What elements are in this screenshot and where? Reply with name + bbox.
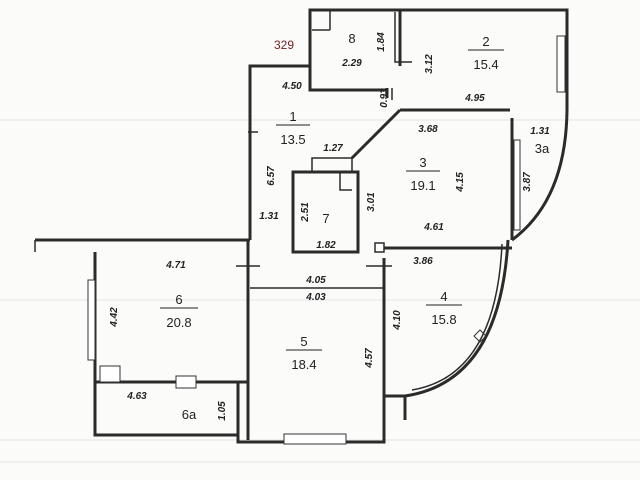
dimension-label: 4.71	[165, 260, 186, 271]
room-2-number: 2	[482, 34, 489, 49]
room-4-number: 4	[440, 289, 447, 304]
window-room-6	[87, 279, 96, 361]
room-5-number: 5	[300, 334, 307, 349]
dimension-label: 4.95	[464, 93, 485, 104]
dimension-label: 4.42	[109, 307, 120, 328]
balcony-door-6	[99, 365, 121, 383]
room-6-area: 20.8	[166, 315, 191, 330]
dimension-label: 3.12	[424, 54, 435, 74]
dimension-label: 4.10	[392, 310, 403, 331]
room-1-area: 13.5	[280, 132, 305, 147]
dimension-label: 0.93	[379, 88, 390, 108]
dimension-label: 1.84	[376, 32, 387, 52]
dimension-label: 4.61	[423, 222, 444, 233]
room-4-area: 15.8	[431, 312, 456, 327]
dimension-label: 3.87	[522, 172, 533, 192]
dimension-label: 1.27	[323, 143, 343, 154]
room-6a-number: 6a	[182, 407, 197, 422]
dimension-label: 6.57	[266, 166, 277, 186]
room-3-area: 19.1	[410, 178, 435, 193]
room-3-number: 3	[419, 155, 426, 170]
room-6-number: 6	[175, 292, 182, 307]
dimension-label: 4.05	[305, 275, 326, 286]
room-5-area: 18.4	[291, 357, 316, 372]
windows	[87, 35, 566, 445]
room-3a-number: 3a	[535, 141, 550, 156]
window-room-2	[556, 35, 566, 93]
room-7-number: 7	[322, 211, 329, 226]
window-room-5	[283, 433, 347, 445]
dimension-label: 3.01	[366, 192, 377, 212]
dimension-labels: 4.50 2.29 1.84 3.12 0.93 4.95 1.31 1.27 …	[109, 32, 550, 421]
dimension-label: 4.50	[281, 81, 302, 92]
plan-reference: 329	[274, 38, 294, 52]
window-room-3a	[513, 139, 521, 231]
dimension-label: 4.03	[305, 292, 326, 303]
room-8-number: 8	[348, 31, 355, 46]
dimension-label: 3.68	[418, 124, 438, 135]
dimension-label: 3.86	[413, 256, 433, 267]
dimension-label: 4.57	[364, 348, 375, 369]
dimension-label: 2.51	[300, 202, 311, 223]
dimension-label: 2.29	[341, 58, 362, 69]
dimension-label: 1.05	[217, 401, 228, 421]
dimension-label: 4.15	[455, 172, 466, 193]
dimension-label: 4.63	[126, 391, 147, 402]
dimension-label: 1.31	[530, 126, 550, 137]
dimension-label: 1.31	[259, 211, 279, 222]
dimension-label: 1.82	[316, 240, 336, 251]
window-room-6a	[175, 375, 197, 389]
room-2-area: 15.4	[473, 57, 498, 72]
room-labels: 8 2 15.4 1 13.5 3 19.1 3a 7 6 20.8 6a 4 …	[160, 31, 550, 422]
room-1-number: 1	[289, 109, 296, 124]
marker-diamond	[473, 329, 487, 343]
